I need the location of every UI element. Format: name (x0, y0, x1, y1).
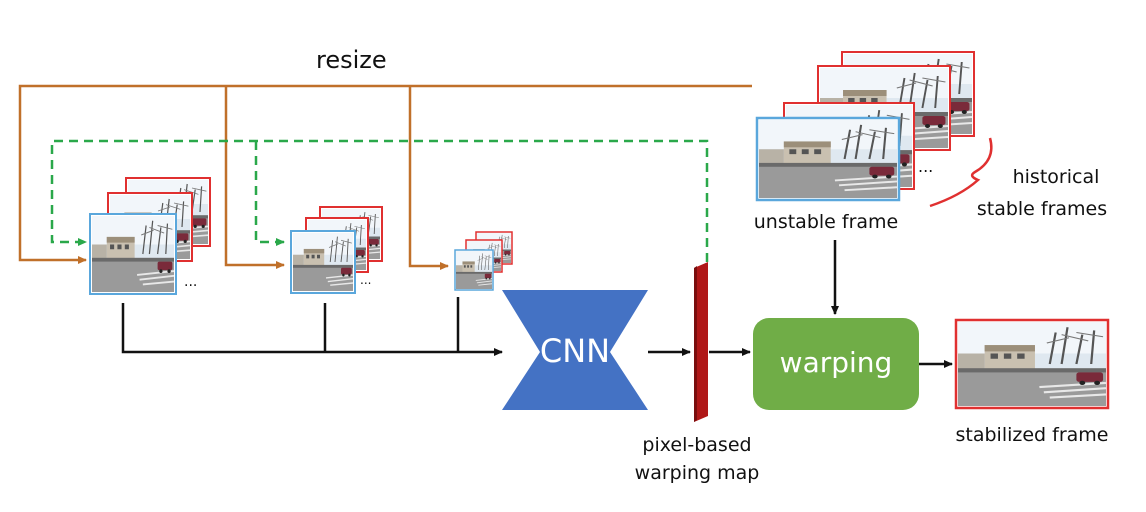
historical-brace (929, 137, 993, 208)
input-stack-large: ... (89, 177, 211, 295)
unstable-frame-image (755, 116, 901, 202)
historical-label-2: stable frames (977, 198, 1107, 220)
ellipsis-medium: ... (360, 273, 371, 287)
ellipsis-large: ... (184, 274, 197, 290)
stabilized-frame-label: stabilized frame (956, 424, 1109, 446)
warping-map-label-1: pixel-based (642, 434, 751, 456)
feedback-connectors (50, 139, 709, 262)
stabilized-frame-image (954, 318, 1110, 410)
warping-block: warping (753, 318, 919, 410)
unstable-frame-label: unstable frame (754, 211, 899, 233)
warping-label: warping (780, 346, 893, 379)
historical-label-1: historical (1013, 166, 1100, 188)
input-stack-medium: ... (290, 206, 383, 294)
resize-connectors (18, 84, 752, 270)
resize-label: resize (316, 46, 387, 74)
historical-ellipsis: ... (918, 157, 933, 176)
input-stack-small (454, 231, 513, 291)
warping-map-bar (694, 262, 708, 422)
cnn-block: CNN (502, 290, 648, 410)
input-connectors (121, 297, 503, 356)
cnn-label: CNN (540, 332, 610, 370)
warping-map-label-2: warping map (635, 462, 760, 484)
